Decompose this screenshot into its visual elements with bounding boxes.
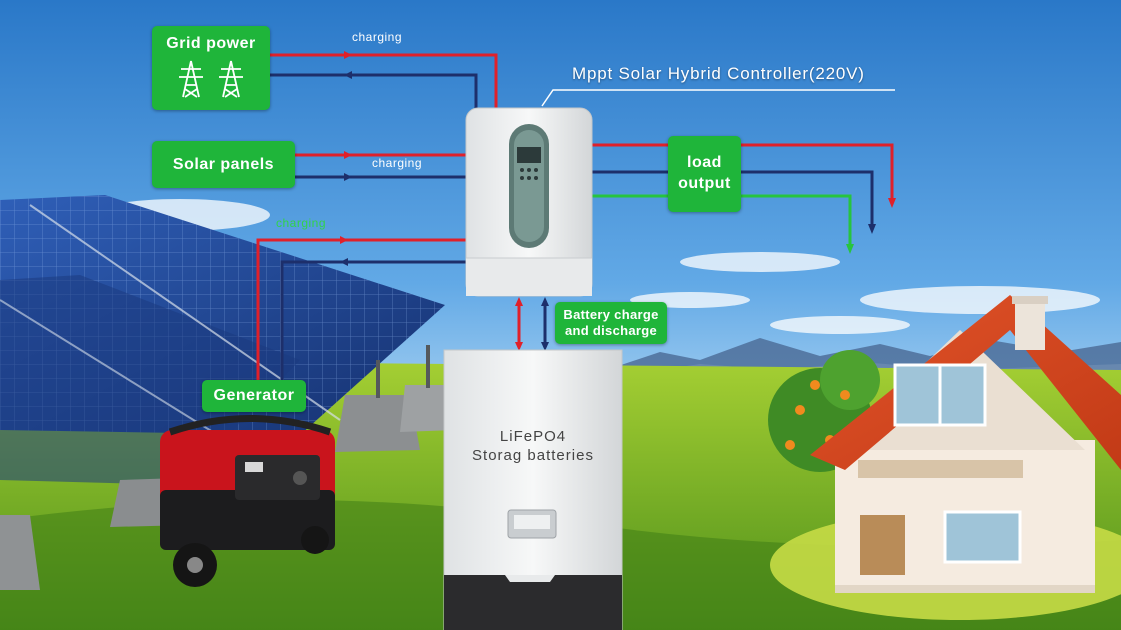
solar-panels-node: Solar panels [152,141,295,188]
charging-label-generator: charging [276,216,327,230]
charging-label-grid: charging [352,30,403,44]
grid-power-node: Grid power [152,26,270,110]
arrow-heads [340,51,896,351]
solar-array-illustration [0,195,455,590]
generator-illustration [160,415,335,587]
battery-charge-discharge-node: Battery charge and discharge [555,302,667,344]
load-output-line2: output [678,175,731,192]
load-output-node: load output [668,136,741,212]
charging-label-solar: charging [372,156,423,170]
controller-device [465,107,593,297]
controller-title: Mppt Solar Hybrid Controller(220V) [572,64,865,83]
generator-node: Generator [202,380,306,412]
grid-icons [152,59,270,104]
grid-power-label: Grid power [166,35,256,52]
load-output-line1: load [687,154,722,171]
house-illustration [768,295,1121,620]
battery-label-line1: LiFePO4 [499,428,567,445]
battery-cd-line1: Battery charge [563,307,659,322]
battery-device [443,349,623,630]
battery-label-line2: Storag batteries [472,447,594,464]
battery-cd-line2: and discharge [564,323,658,338]
power-tower-icon [179,60,243,98]
